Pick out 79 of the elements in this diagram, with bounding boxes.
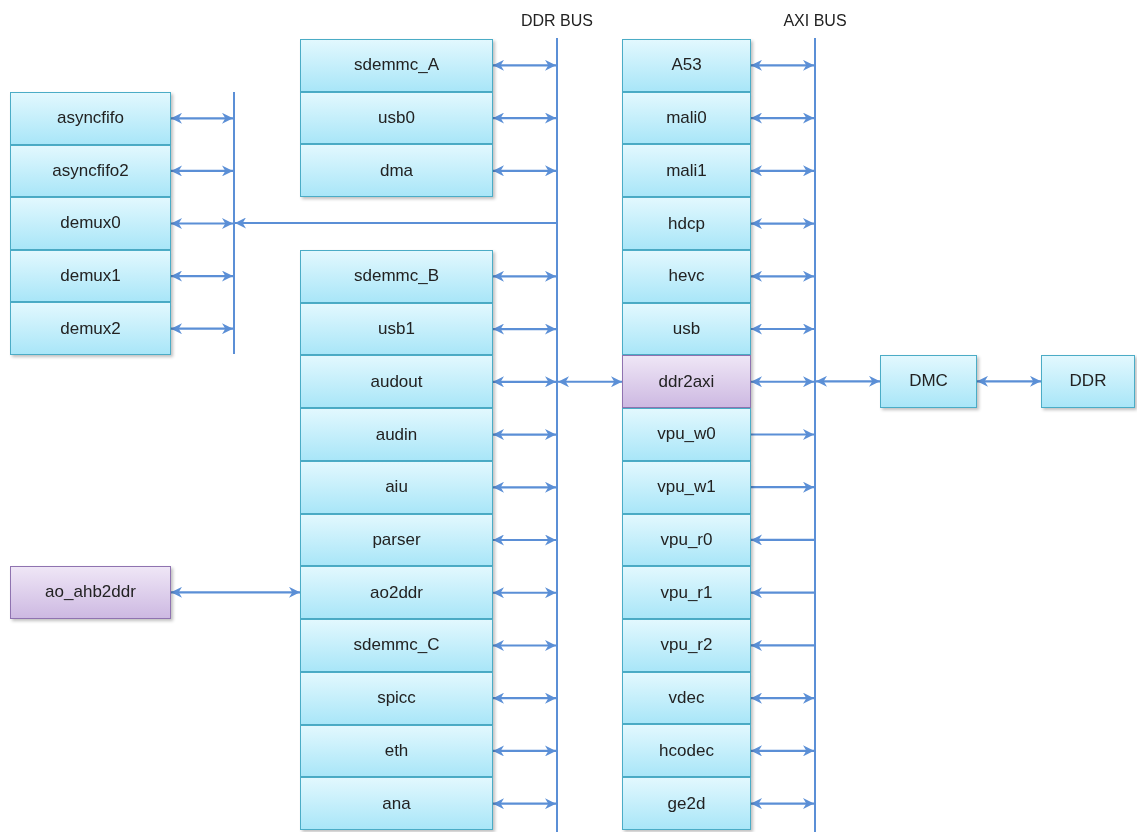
module-block: vpu_r0 bbox=[622, 513, 751, 567]
arrow bbox=[493, 323, 556, 335]
arrow bbox=[751, 798, 814, 810]
arrow bbox=[493, 429, 556, 441]
module-block: DDR bbox=[1041, 355, 1135, 408]
module-block: A53 bbox=[622, 39, 751, 92]
arrow bbox=[493, 481, 556, 493]
arrow bbox=[751, 639, 814, 651]
module-block: usb0 bbox=[300, 91, 493, 145]
module-block: hcodec bbox=[622, 724, 751, 778]
arrow bbox=[493, 112, 556, 124]
module-block: spicc bbox=[300, 671, 493, 725]
module-block: demux0 bbox=[10, 197, 171, 250]
module-block: hevc bbox=[622, 249, 751, 303]
bridge-block: ddr2axi bbox=[622, 355, 751, 409]
bus-label: AXI BUS bbox=[783, 12, 847, 30]
arrow bbox=[171, 218, 233, 229]
module-block: dma bbox=[300, 144, 493, 198]
arrow bbox=[171, 270, 233, 282]
module-block: asyncfifo bbox=[10, 92, 171, 145]
arrow bbox=[751, 481, 814, 493]
module-block: vpu_w0 bbox=[622, 408, 751, 461]
arrow bbox=[493, 59, 556, 71]
arrow bbox=[493, 376, 556, 388]
module-block: vdec bbox=[622, 671, 751, 725]
module-block: ao2ddr bbox=[300, 566, 493, 620]
arrow bbox=[493, 270, 556, 282]
arrow bbox=[171, 112, 233, 124]
module-block: sdemmc_B bbox=[300, 250, 493, 303]
arrow bbox=[751, 745, 814, 757]
module-block: ana bbox=[300, 777, 493, 830]
module-block: vpu_w1 bbox=[622, 460, 751, 514]
arrow bbox=[751, 218, 814, 230]
module-block: eth bbox=[300, 724, 493, 778]
arrow bbox=[977, 375, 1041, 387]
arrow bbox=[816, 375, 880, 387]
arrow bbox=[171, 323, 233, 335]
module-block: parser bbox=[300, 513, 493, 567]
module-block: mali0 bbox=[622, 91, 751, 145]
module-block: sdemmc_C bbox=[300, 619, 493, 672]
module-block: vpu_r1 bbox=[622, 566, 751, 619]
module-block: aiu bbox=[300, 460, 493, 514]
module-block: demux1 bbox=[10, 249, 171, 303]
arrow bbox=[493, 639, 556, 651]
arrow bbox=[171, 586, 300, 598]
arrow bbox=[751, 429, 814, 440]
module-block: sdemmc_A bbox=[300, 39, 493, 92]
bus-label: DDR BUS bbox=[521, 12, 593, 30]
module-block: hdcp bbox=[622, 197, 751, 250]
arrow bbox=[558, 376, 622, 388]
module-block: asyncfifo2 bbox=[10, 144, 171, 198]
arrow bbox=[493, 534, 556, 546]
arrow bbox=[493, 798, 556, 810]
arrow bbox=[493, 692, 556, 704]
module-block: ge2d bbox=[622, 777, 751, 830]
arrow bbox=[751, 587, 814, 599]
module-block: vpu_r2 bbox=[622, 619, 751, 672]
module-block: usb bbox=[622, 302, 751, 356]
arrow bbox=[751, 692, 814, 704]
arrow bbox=[751, 165, 814, 177]
module-block: audin bbox=[300, 408, 493, 461]
arrow bbox=[751, 270, 814, 282]
arrow bbox=[171, 165, 233, 177]
module-block: audout bbox=[300, 355, 493, 409]
arrow bbox=[493, 587, 556, 599]
arrow bbox=[493, 745, 556, 757]
module-block: demux2 bbox=[10, 302, 171, 355]
arrow bbox=[493, 165, 556, 177]
arrow bbox=[751, 112, 814, 124]
bridge-block: ao_ahb2ddr bbox=[10, 566, 171, 619]
arrow bbox=[751, 59, 814, 71]
arrow bbox=[751, 534, 814, 546]
bus-line bbox=[233, 92, 235, 354]
module-block: usb1 bbox=[300, 302, 493, 356]
arrow bbox=[235, 217, 556, 229]
arrow bbox=[751, 323, 814, 335]
arrow bbox=[751, 376, 814, 388]
module-block: DMC bbox=[880, 355, 977, 408]
module-block: mali1 bbox=[622, 144, 751, 198]
